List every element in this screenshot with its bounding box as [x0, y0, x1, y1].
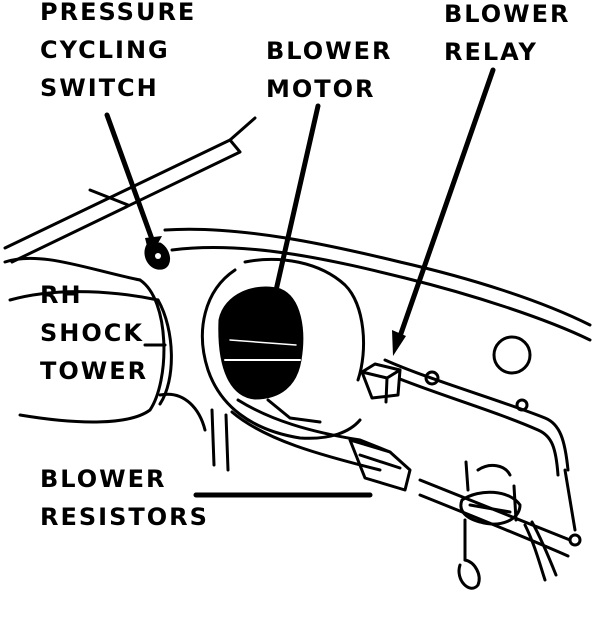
pressure-switch-body — [144, 242, 170, 270]
label-line: BLOWER — [444, 0, 571, 28]
label-rh-shock-tower: RH SHOCK TOWER — [40, 276, 148, 390]
blower-relay-box — [360, 362, 402, 404]
fender-outline — [3, 116, 257, 302]
label-line: RH — [40, 281, 83, 309]
label-line: BLOWER — [266, 37, 393, 65]
label-line: PRESSURE — [40, 0, 197, 26]
leader-lines — [104, 67, 496, 498]
label-line: SHOCK — [40, 319, 144, 347]
label-pressure-cycling-switch: PRESSURE CYCLING SWITCH — [40, 0, 196, 107]
label-line: MOTOR — [266, 75, 376, 103]
label-line: SWITCH — [40, 74, 159, 102]
blower-motor-shape — [218, 286, 322, 424]
label-line: RELAY — [444, 38, 538, 66]
label-line: RESISTORS — [40, 503, 209, 531]
shock-tower-outline — [18, 278, 207, 432]
label-line: CYCLING — [40, 36, 170, 64]
label-blower-resistors: BLOWER RESISTORS — [40, 460, 209, 536]
label-blower-motor: BLOWER MOTOR — [266, 32, 392, 108]
label-line: TOWER — [40, 357, 149, 385]
label-line: BLOWER — [40, 465, 167, 493]
blower-resistor-block — [348, 438, 558, 590]
label-blower-relay: BLOWER RELAY — [444, 0, 570, 71]
cowl-panel-outline — [163, 227, 592, 558]
